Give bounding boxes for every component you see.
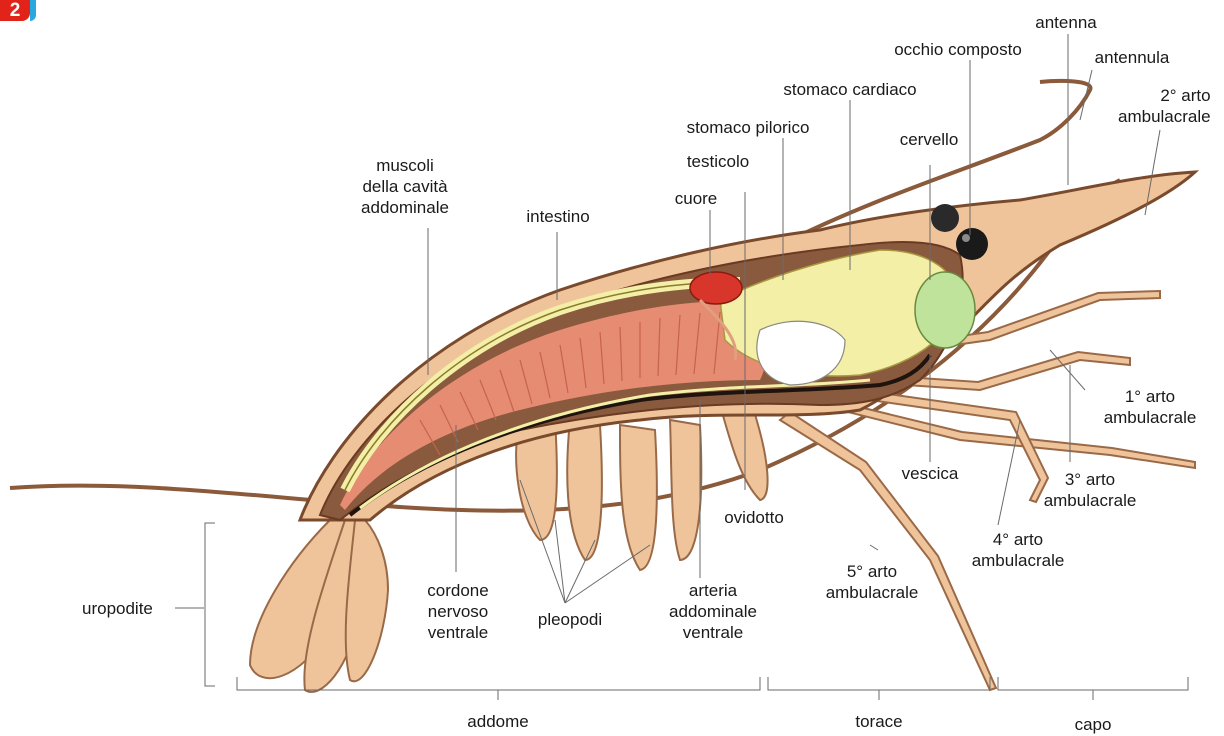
- label-uropodite: uropodite: [82, 598, 153, 619]
- label-vescica: vescica: [902, 463, 959, 484]
- label-antennula: antennula: [1095, 47, 1170, 68]
- label-muscoli: muscoli della cavità addominale: [361, 155, 449, 218]
- heart: [690, 272, 742, 304]
- label-stomaco-pilorico: stomaco pilorico: [687, 117, 810, 138]
- label-cordone-nervoso: cordone nervoso ventrale: [427, 580, 488, 643]
- label-arto-3: 3° arto ambulacrale: [1044, 469, 1137, 511]
- label-intestino: intestino: [526, 206, 589, 227]
- label-antenna: antenna: [1035, 12, 1096, 33]
- green-gland: [915, 272, 975, 348]
- label-ovidotto: ovidotto: [724, 507, 784, 528]
- label-pleopodi: pleopodi: [538, 609, 602, 630]
- compound-eye-highlight: [962, 234, 970, 242]
- label-cuore: cuore: [675, 188, 718, 209]
- uropod-fan: [250, 520, 388, 692]
- label-testicolo: testicolo: [687, 151, 749, 172]
- label-torace: torace: [855, 711, 902, 732]
- label-stomaco-cardiaco: stomaco cardiaco: [783, 79, 916, 100]
- label-arteria: arteria addominale ventrale: [669, 580, 757, 643]
- label-arto-2: 2° arto ambulacrale: [1118, 85, 1211, 127]
- compound-eye-left: [931, 204, 959, 232]
- label-occhio-composto: occhio composto: [894, 39, 1022, 60]
- label-arto-5: 5° arto ambulacrale: [826, 561, 919, 603]
- label-cervello: cervello: [900, 129, 959, 150]
- label-capo: capo: [1075, 714, 1112, 735]
- compound-eye-right: [956, 228, 988, 260]
- label-addome: addome: [467, 711, 528, 732]
- label-arto-1: 1° arto ambulacrale: [1104, 386, 1197, 428]
- label-arto-4: 4° arto ambulacrale: [972, 529, 1065, 571]
